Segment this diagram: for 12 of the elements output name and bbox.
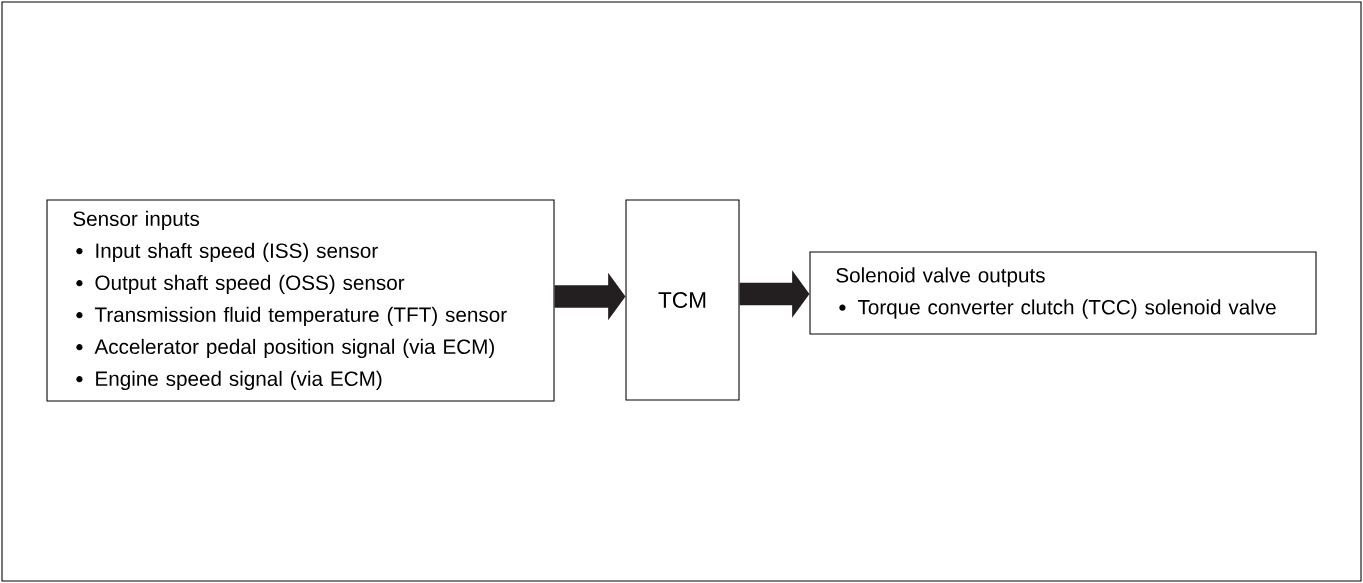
heading: Solenoid valve outputs [836, 267, 1045, 287]
sensor-input-box [46, 199, 555, 402]
list-item: Engine speed signal (via ECM) [96, 370, 382, 391]
list-item: Output shaft speed (OSS) sensor [95, 274, 405, 295]
label: TCM [658, 291, 706, 309]
list-item: Accelerator pedal position signal (via ECM) [94, 338, 494, 359]
list-item: Input shaft speed (ISS) sensor [96, 242, 378, 263]
heading: Sensor inputs [73, 210, 200, 231]
output-box [809, 251, 1317, 335]
list-item: Transmission fluid temperature (TFT) sensor [94, 306, 507, 327]
controller-box [625, 199, 740, 401]
list-item: Torque converter clutch (TCC) solenoid valve [857, 299, 1276, 319]
